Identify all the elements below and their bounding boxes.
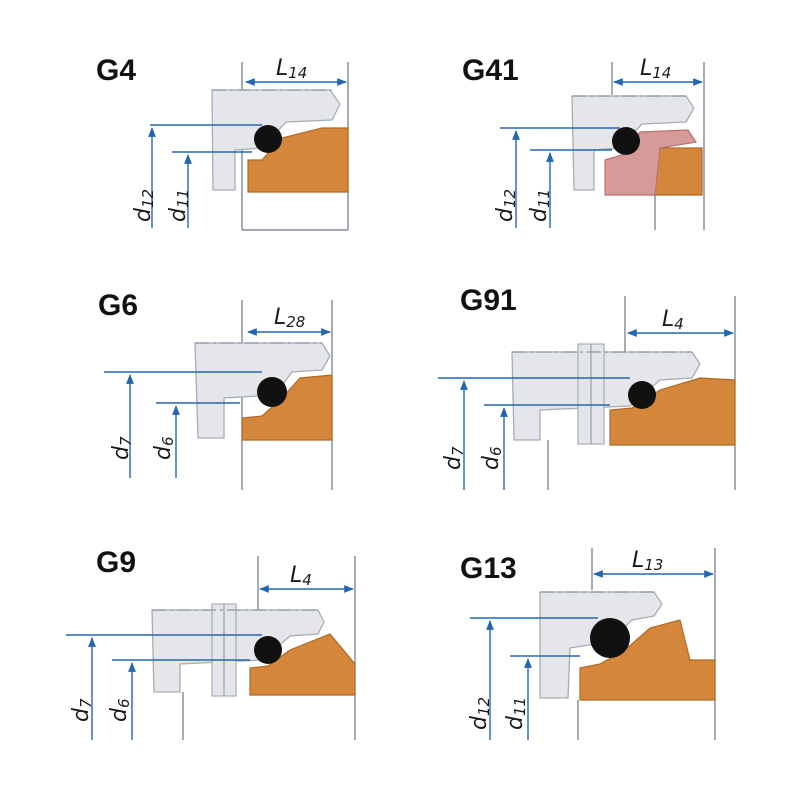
outer-diameter-label: d7 (441, 446, 467, 470)
backup-ring (604, 129, 698, 196)
length-label: L28 (274, 305, 305, 331)
housing (249, 633, 356, 696)
outer-diameter-label: d7 (69, 698, 95, 722)
panel-g41: G41 L14 d12 d11 (462, 54, 705, 230)
outer-diameter-label: d12 (131, 189, 157, 222)
o-ring (254, 125, 282, 153)
o-ring (254, 636, 282, 664)
panel-title: G6 (98, 289, 138, 322)
inner-diameter-label: d6 (151, 436, 177, 460)
panel-g13: G13 L13 d12 d11 (460, 548, 716, 740)
housing (241, 374, 333, 441)
inner-diameter-label: d6 (479, 446, 505, 470)
panel-title: G91 (460, 284, 517, 317)
panel-g91: G91 L4 d7 d6 (438, 284, 736, 490)
inner-diameter-label: d11 (527, 189, 553, 222)
inner-diameter-label: d11 (166, 189, 192, 222)
length-label: L4 (290, 563, 312, 589)
outer-diameter-label: d12 (467, 697, 493, 730)
panel-title: G41 (462, 54, 519, 87)
panel-g4: G4 L14 d12 d11 (96, 54, 349, 231)
o-ring (612, 127, 640, 155)
o-ring (590, 618, 630, 658)
length-label: L14 (276, 56, 307, 82)
length-label: L13 (632, 548, 663, 574)
inner-diameter-label: d11 (503, 697, 529, 730)
panel-title: G4 (96, 54, 136, 87)
housing (247, 127, 349, 193)
panel-title: G9 (96, 546, 136, 579)
outer-diameter-label: d7 (109, 436, 135, 460)
o-ring (257, 377, 287, 407)
o-ring (628, 381, 656, 409)
outer-diameter-label: d12 (493, 189, 519, 222)
panel-g9: G9 L4 d7 d6 (66, 546, 356, 740)
length-label: L4 (662, 307, 684, 333)
panel-g6: G6 L28 d7 d6 (98, 289, 333, 490)
housing (609, 377, 736, 446)
housing (579, 619, 716, 701)
length-label: L14 (640, 56, 671, 82)
panel-title: G13 (460, 552, 517, 585)
inner-diameter-label: d6 (107, 698, 133, 722)
